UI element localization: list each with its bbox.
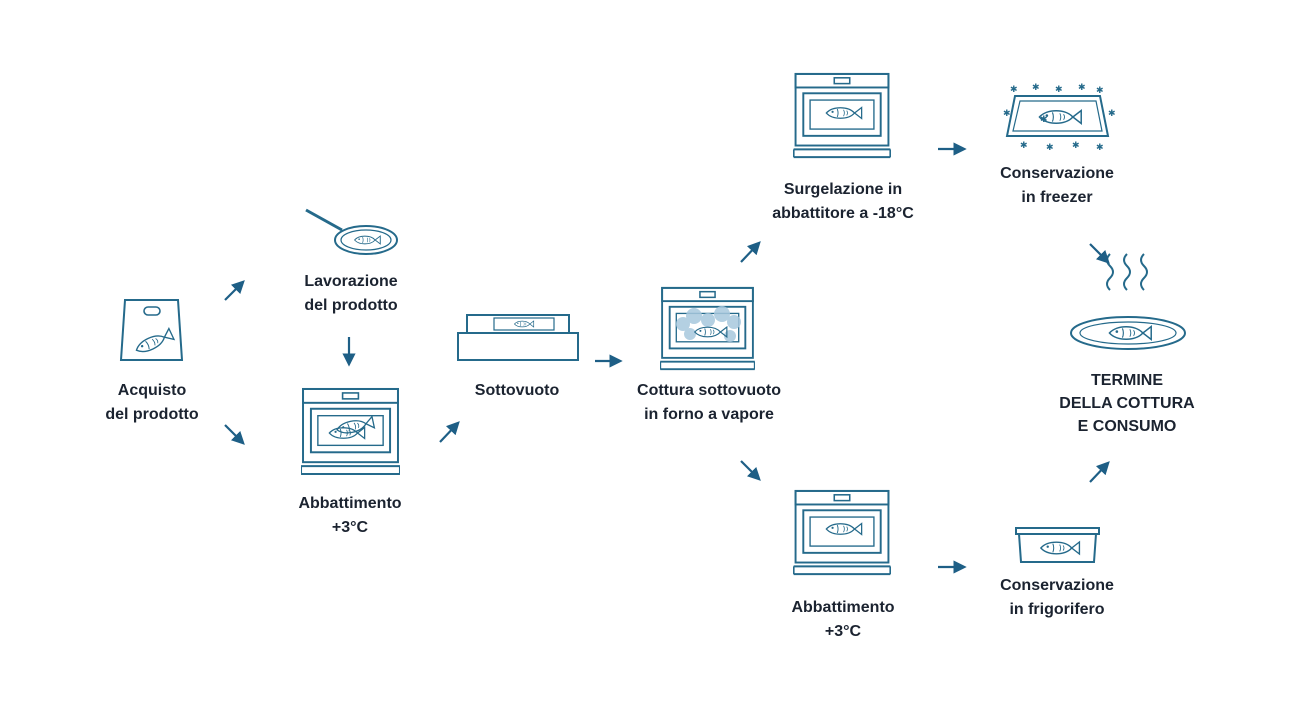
- arrow: [224, 280, 245, 301]
- svg-text:✱: ✱: [1078, 83, 1086, 93]
- blast-chiller-oven-icon: [301, 387, 400, 476]
- arrow: [740, 241, 761, 263]
- label-line: in freezer: [1021, 189, 1093, 206]
- step-label-cottura: Cottura sottovuoto in forno a vapore: [637, 379, 781, 427]
- label-line: +3°C: [824, 623, 862, 640]
- label-line: Cottura sottovuoto: [637, 382, 781, 399]
- svg-text:✱: ✱: [1020, 141, 1028, 151]
- label-line: Abbattimento: [298, 495, 402, 512]
- frying-pan-icon: [305, 208, 398, 255]
- arrow: [1089, 461, 1110, 483]
- label-line: Lavorazione: [304, 273, 398, 290]
- served-dish-icon: [1070, 253, 1186, 350]
- svg-text:✱: ✱: [1003, 109, 1011, 119]
- svg-text:✱: ✱: [1096, 143, 1104, 153]
- label-line: in frigorifero: [1009, 601, 1105, 618]
- svg-text:✱: ✱: [1046, 143, 1054, 153]
- label-line: abbattitore a -18°C: [772, 205, 914, 222]
- step-label-surgelazione: Surgelazione in abbattitore a -18°C: [772, 178, 914, 226]
- arrow: [439, 421, 460, 443]
- step-label-acquisto: Acquisto del prodotto: [105, 379, 198, 427]
- freezing-oven-icon: [793, 72, 891, 159]
- fish-bag-icon: [119, 299, 184, 361]
- svg-text:✱: ✱: [1072, 141, 1080, 151]
- label-line: Conservazione: [1000, 165, 1114, 182]
- fridge-container-icon: [1015, 527, 1100, 563]
- blast-chiller-oven-icon: [793, 489, 891, 576]
- vacuum-sealer-icon: [457, 314, 579, 361]
- label-line: in forno a vapore: [644, 406, 774, 423]
- step-label-lavorazione: Lavorazione del prodotto: [304, 270, 397, 318]
- label-line: TERMINE: [1090, 372, 1163, 389]
- svg-text:✱: ✱: [1055, 85, 1063, 95]
- svg-text:✱: ✱: [1032, 83, 1040, 93]
- step-label-abbattimento-1: Abbattimento +3°C: [298, 492, 401, 540]
- frozen-tray-icon: ✱ ✱ ✱ ✱ ✱ ✱ ✱ ✱ ✱ ✱ ✱ ✱: [1003, 83, 1116, 153]
- label-line: Surgelazione in: [783, 181, 903, 198]
- steam-oven-icon: [660, 286, 755, 371]
- step-label-frigorifero: Conservazione in frigorifero: [1000, 574, 1114, 622]
- svg-text:✱: ✱: [1040, 115, 1048, 125]
- label-line: Abbattimento: [791, 599, 895, 616]
- label-line: Conservazione: [1000, 577, 1114, 594]
- svg-text:✱: ✱: [1108, 109, 1116, 119]
- step-label-freezer: Conservazione in freezer: [1000, 162, 1114, 210]
- arrow: [1089, 243, 1110, 264]
- label-line: Acquisto: [117, 382, 187, 399]
- label-line: Sottovuoto: [474, 382, 560, 399]
- svg-text:✱: ✱: [1096, 86, 1104, 96]
- arrow: [740, 460, 761, 481]
- label-line: DELLA COTTURA: [1059, 395, 1195, 412]
- step-label-sottovuoto: Sottovuoto: [475, 379, 559, 403]
- step-label-abbattimento-2: Abbattimento +3°C: [791, 596, 894, 644]
- svg-text:✱: ✱: [1010, 85, 1018, 95]
- label-line: del prodotto: [304, 297, 398, 314]
- label-line: +3°C: [331, 519, 369, 536]
- label-line: E CONSUMO: [1077, 418, 1177, 435]
- arrow: [224, 424, 245, 445]
- label-line: del prodotto: [105, 406, 199, 423]
- step-label-termine: TERMINE DELLA COTTURA E CONSUMO: [1059, 369, 1194, 438]
